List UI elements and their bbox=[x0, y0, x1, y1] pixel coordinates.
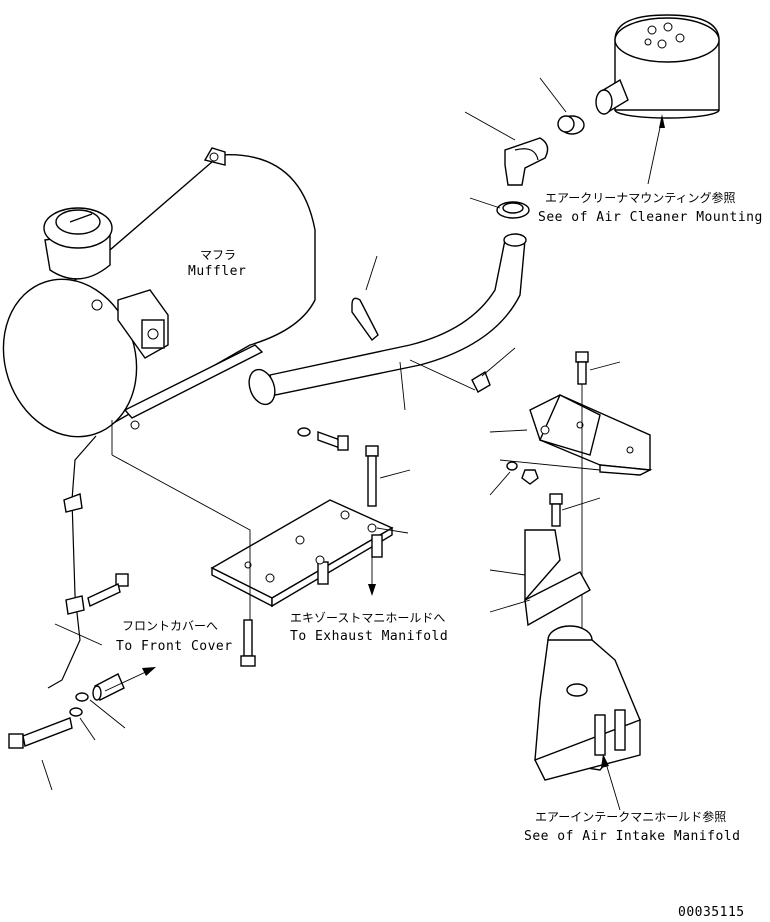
pipe-clip bbox=[471, 347, 516, 393]
bolt-mid-right bbox=[549, 493, 601, 527]
bolt-below-plate bbox=[240, 619, 256, 667]
air-cleaner-reference-arrow bbox=[647, 114, 665, 185]
exhaust-manifold-arrow bbox=[368, 548, 376, 596]
washer-bolt-muffler bbox=[297, 427, 349, 451]
hose-clamp-upper bbox=[539, 77, 585, 135]
u-bolt bbox=[351, 255, 379, 342]
long-bolt-left bbox=[8, 699, 126, 791]
air-cleaner-label-jp: エアークリーナマウンティング参照 bbox=[545, 190, 736, 205]
muffler-label-jp: マフラ bbox=[200, 248, 236, 262]
collar-spacer bbox=[92, 673, 125, 701]
muffler-label-en: Muffler bbox=[188, 264, 246, 279]
washers-left bbox=[69, 692, 89, 717]
mounting-plate bbox=[210, 499, 409, 608]
rubber-hose bbox=[464, 111, 549, 186]
drawing-number: 00035115 bbox=[678, 905, 745, 920]
bolt-left-upper bbox=[87, 573, 129, 607]
front-cover-arrow bbox=[54, 623, 156, 692]
right-bracket bbox=[499, 394, 653, 476]
hose-clamp-lower bbox=[469, 197, 530, 219]
reference-lines bbox=[111, 359, 476, 620]
exhaust-label-en: To Exhaust Manifold bbox=[290, 629, 448, 644]
intake-label-en: See of Air Intake Manifold bbox=[524, 829, 741, 844]
intake-reference-arrow bbox=[601, 754, 621, 811]
air-cleaner-label-en: See of Air Cleaner Mounting bbox=[538, 210, 763, 225]
intake-label-jp: エアーインテークマニホールド参照 bbox=[535, 809, 726, 824]
air-intake-manifold bbox=[534, 625, 641, 781]
front-cover-label-en: To Front Cover bbox=[116, 639, 233, 654]
support-rod bbox=[47, 435, 97, 689]
muffler bbox=[2, 147, 316, 438]
tail-pipe bbox=[248, 233, 527, 411]
front-cover-label-jp: フロントカバーへ bbox=[122, 619, 218, 633]
exhaust-label-jp: エキゾーストマニホールドへ bbox=[290, 611, 445, 625]
air-cleaner bbox=[595, 14, 720, 119]
bolt-above-plate bbox=[365, 445, 411, 507]
washer-nut bbox=[489, 429, 539, 496]
gusset-bracket bbox=[489, 529, 591, 627]
